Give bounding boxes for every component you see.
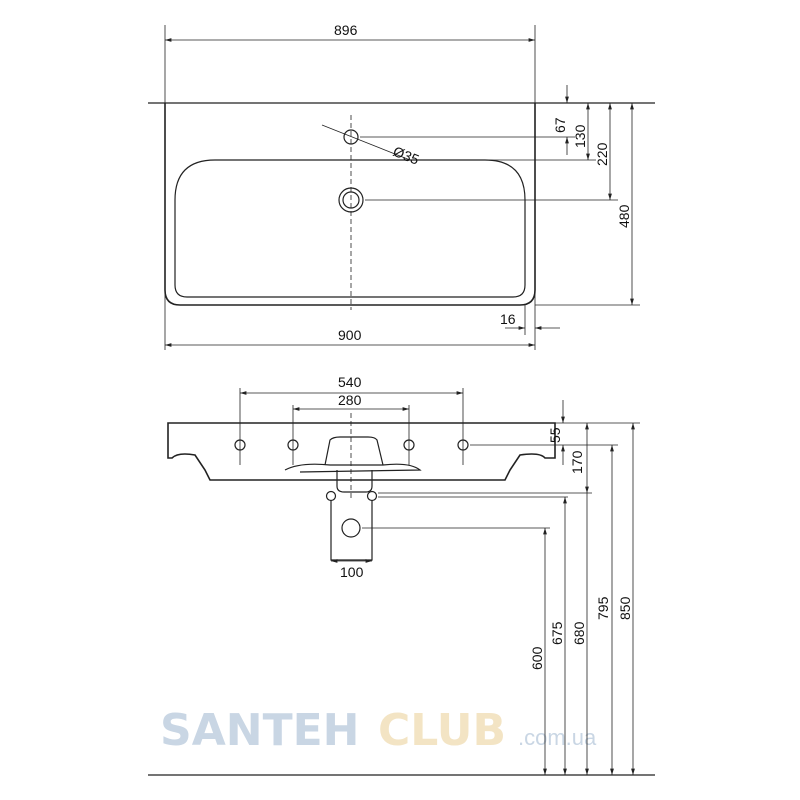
- dim-label-tap-diameter: Ø35: [391, 143, 422, 168]
- watermark-logo: SANTEH CLUB .com.ua: [160, 705, 597, 756]
- dim-label-540: 540: [338, 374, 362, 390]
- dim-label-900: 900: [338, 327, 362, 343]
- dim-label-55: 55: [547, 427, 563, 443]
- dim-label-896: 896: [334, 22, 358, 38]
- waste-pipe: [330, 501, 373, 561]
- bowl-outline: [174, 159, 526, 298]
- dim-label-680: 680: [571, 621, 587, 645]
- dim-label-480: 480: [616, 204, 632, 228]
- dim-label-220: 220: [594, 142, 610, 166]
- dim-label-675: 675: [549, 621, 565, 645]
- dim-label-850: 850: [617, 596, 633, 620]
- front-view: 540 280 100 55 170 600 675: [148, 374, 655, 776]
- basin-outline: [164, 103, 536, 306]
- dim-label-16: 16: [500, 311, 516, 327]
- supply-valve-left: [325, 490, 337, 502]
- watermark-part1: SANTEH: [160, 705, 359, 756]
- supply-valve-right: [366, 490, 378, 502]
- dim-label-795: 795: [595, 596, 611, 620]
- dim-label-600: 600: [529, 646, 545, 670]
- fixing-holes: [234, 439, 469, 451]
- tap-hole: [343, 129, 359, 145]
- dim-label-130: 130: [572, 124, 588, 148]
- waste-outlet: [341, 518, 361, 538]
- drain-hole: [338, 187, 364, 213]
- basin-front-outline: [167, 422, 556, 481]
- top-view: 896 Ø35 67 130 220 480 16 900: [148, 22, 655, 350]
- dim-label-280: 280: [338, 392, 362, 408]
- dim-label-100: 100: [340, 564, 364, 580]
- watermark-part3: .com.ua: [518, 725, 597, 750]
- watermark-part2: CLUB: [378, 705, 506, 756]
- dim-label-67: 67: [552, 117, 568, 133]
- dim-label-170: 170: [569, 450, 585, 474]
